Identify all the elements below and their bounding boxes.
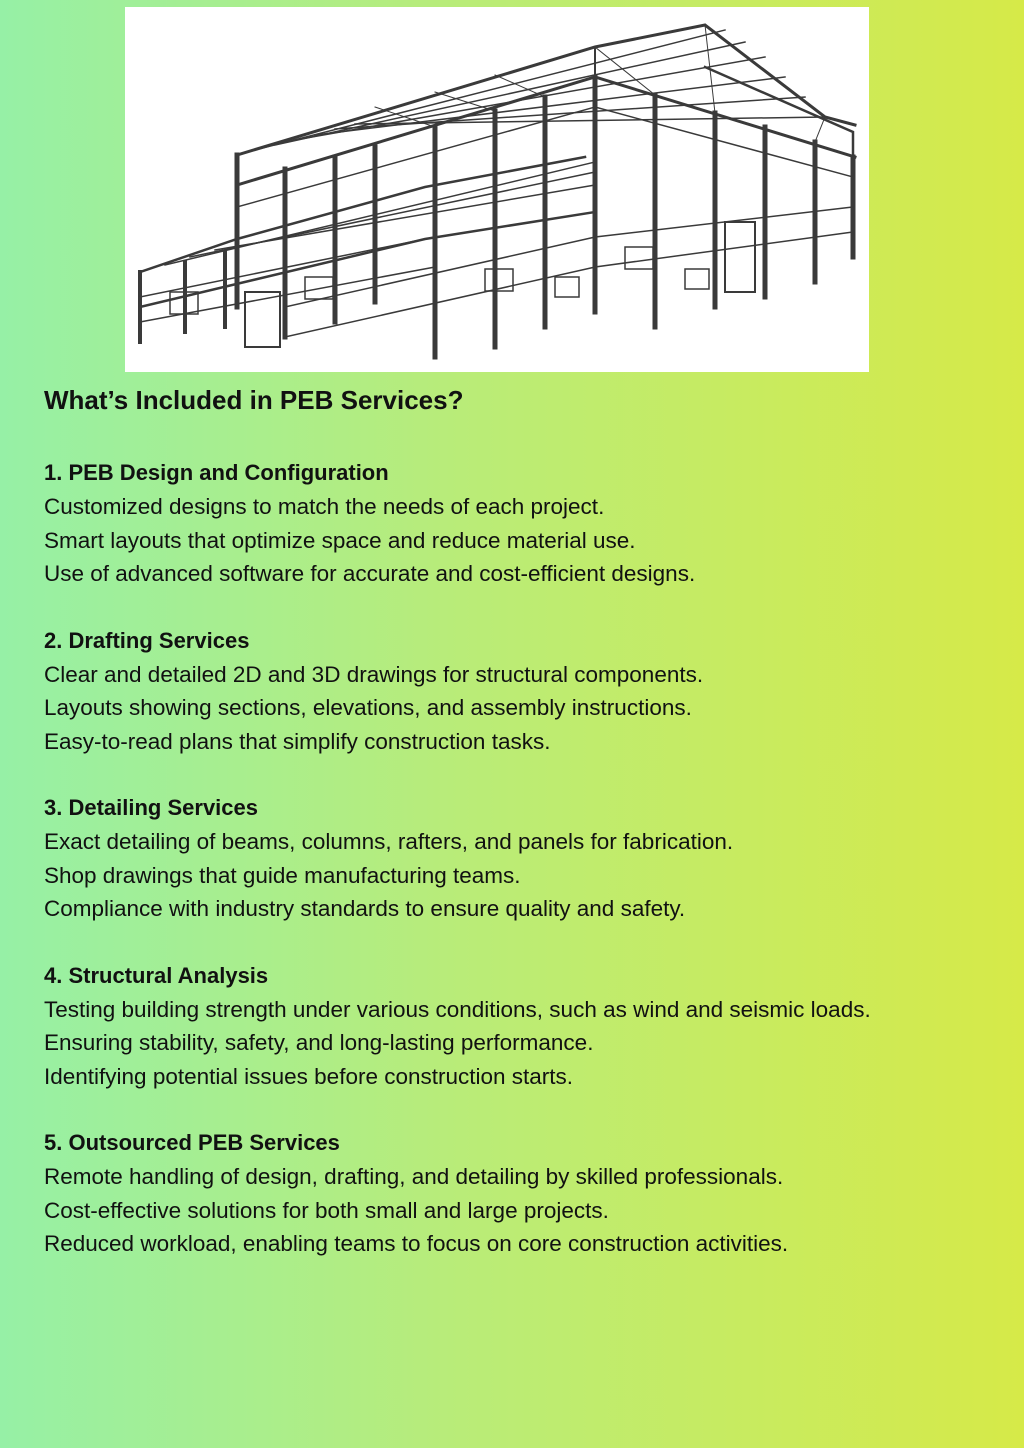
section-line: Reduced workload, enabling teams to focu…	[44, 1231, 789, 1256]
section-line: Ensuring stability, safety, and long-las…	[44, 1030, 594, 1055]
section-drafting: 2. Drafting Services Clear and detailed …	[44, 624, 1019, 759]
section-detailing: 3. Detailing Services Exact detailing of…	[44, 791, 1019, 926]
section-line: Shop drawings that guide manufacturing t…	[44, 862, 521, 888]
section-line: Cost-effective solutions for both small …	[44, 1197, 609, 1223]
section-heading: 2. Drafting Services	[44, 627, 250, 653]
section-line: Compliance with industry standards to en…	[44, 896, 686, 921]
section-line: Smart layouts that optimize space and re…	[44, 527, 636, 553]
page-title: What’s Included in PEB Services?	[44, 385, 464, 415]
services-content: What’s Included in PEB Services? 1. PEB …	[44, 380, 1019, 1294]
left-bay-roof	[138, 155, 587, 274]
section-line: Identifying potential issues before cons…	[44, 1063, 574, 1089]
section-line: Remote handling of design, drafting, and…	[44, 1164, 784, 1189]
section-design: 1. PEB Design and Configuration Customiz…	[44, 456, 1019, 591]
left-bay-eave	[138, 210, 597, 309]
steel-structure-illustration	[125, 7, 869, 372]
section-analysis: 4. Structural Analysis Testing building …	[44, 959, 1019, 1094]
section-line: Testing building strength under various …	[44, 996, 871, 1022]
section-line: Clear and detailed 2D and 3D drawings fo…	[44, 661, 704, 687]
section-heading: 1. PEB Design and Configuration	[44, 460, 389, 485]
section-heading: 3. Detailing Services	[44, 795, 258, 820]
peb-frame-drawing	[138, 23, 857, 360]
section-heading: 4. Structural Analysis	[44, 962, 269, 988]
section-line: Use of advanced software for accurate an…	[44, 561, 696, 586]
section-line: Exact detailing of beams, columns, rafte…	[44, 829, 734, 854]
section-outsourced: 5. Outsourced PEB Services Remote handli…	[44, 1126, 1019, 1261]
section-line: Layouts showing sections, elevations, an…	[44, 695, 692, 720]
section-heading: 5. Outsourced PEB Services	[44, 1130, 340, 1155]
section-line: Easy-to-read plans that simplify constru…	[44, 728, 551, 754]
section-line: Customized designs to match the needs of…	[44, 494, 605, 519]
